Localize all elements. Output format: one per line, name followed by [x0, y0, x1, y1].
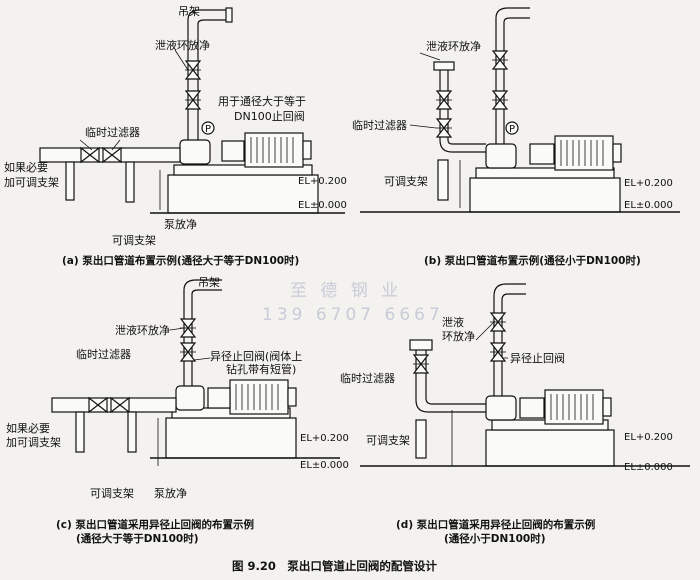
label-c-pump-drain: 泵放净	[154, 486, 187, 500]
label-b-adj-support: 可调支架	[384, 175, 428, 188]
label-c-support-if-1: 如果必要	[6, 421, 50, 435]
label-b-el1: EL+0.200	[624, 178, 673, 189]
pump	[179, 139, 211, 165]
caption-c-line2: (通径大于等于DN100时)	[76, 532, 199, 545]
caption-d-line2: (通径小于DN100时)	[444, 532, 546, 545]
label-a-support-if-2: 加可调支架	[4, 176, 59, 189]
label-a-el0: EL±0.000	[298, 200, 347, 211]
label-c-reducer-2: 钻孔带有短管)	[226, 362, 296, 376]
label-a-check-note-2: DN100止回阀	[234, 109, 305, 123]
label-a-drain: 泄液环放净	[155, 38, 210, 52]
label-a-support-if-1: 如果必要	[4, 160, 48, 174]
label-a-adj-support: 可调支架	[112, 234, 156, 247]
watermark-line2: 139 6707 6667	[262, 305, 444, 325]
watermark-line1: 至 德 钢 业	[290, 281, 402, 301]
label-d-adj-support: 可调支架	[366, 434, 410, 447]
label-d-filter: 临时过滤器	[340, 371, 395, 385]
label-d-el1: EL+0.200	[624, 432, 673, 443]
panel-c: 吊架 泄液环放净 临时过滤器 异径止回阀(阀体上 钻孔带有短管) 如果必要 加可…	[6, 276, 349, 545]
label-a-p: P	[205, 124, 211, 135]
label-c-hanger: 吊架	[198, 276, 220, 289]
pump-base-b	[469, 177, 621, 213]
label-c-reducer-1: 异径止回阀(阀体上	[210, 349, 302, 363]
label-d-drain-2: 环放净	[442, 329, 475, 343]
caption-b: (b) 泵出口管道布置示例(通径小于DN100时)	[424, 254, 641, 267]
label-a-filter: 临时过滤器	[85, 125, 140, 139]
label-c-el1: EL+0.200	[300, 433, 349, 444]
motor	[244, 132, 312, 168]
label-d-reducer: 异径止回阀	[510, 351, 565, 365]
label-a-pump-drain: 泵放净	[164, 217, 197, 231]
label-c-drain: 泄液环放净	[115, 323, 170, 337]
label-b-drain: 泄液环放净	[426, 39, 481, 53]
label-b-filter: 临时过滤器	[352, 118, 407, 132]
label-d-el0: EL±0.000	[624, 462, 673, 473]
caption-a: (a) 泵出口管道布置示例(通径大于等于DN100时)	[62, 254, 299, 267]
caption-c-line1: (c) 泵出口管道采用异径止回阀的布置示例	[56, 518, 254, 531]
label-b-p: P	[509, 124, 515, 135]
panel-b: 泄液环放净 临时过滤器 P 可调支架 EL+0.200 EL±0.000 (b)…	[352, 7, 680, 267]
label-b-el0: EL±0.000	[624, 200, 673, 211]
label-c-el0: EL±0.000	[300, 460, 349, 471]
pump-base	[167, 174, 319, 214]
figure-title: 图 9.20 泵出口管道止回阀的配管设计	[232, 559, 437, 573]
label-a-el1: EL+0.200	[298, 176, 347, 187]
label-c-filter: 临时过滤器	[76, 347, 131, 361]
panel-a: 吊架 泄液环放净 用于通径大于等于 DN100止回阀 P 临时过滤器 如果必要 …	[4, 5, 347, 267]
caption-d-line1: (d) 泵出口管道采用异径止回阀的布置示例	[396, 518, 595, 531]
label-d-drain-1: 泄液	[442, 315, 464, 329]
label-c-support-if-2: 加可调支架	[6, 436, 61, 449]
panel-d: 泄液 环放净 异径止回阀 临时过滤器 可调支架 EL+0.200 EL±0.00…	[340, 283, 690, 545]
label-c-adj-support: 可调支架	[90, 487, 134, 500]
label-a-check-note-1: 用于通径大于等于	[218, 94, 306, 108]
label-a-hanger: 吊架	[178, 5, 200, 18]
